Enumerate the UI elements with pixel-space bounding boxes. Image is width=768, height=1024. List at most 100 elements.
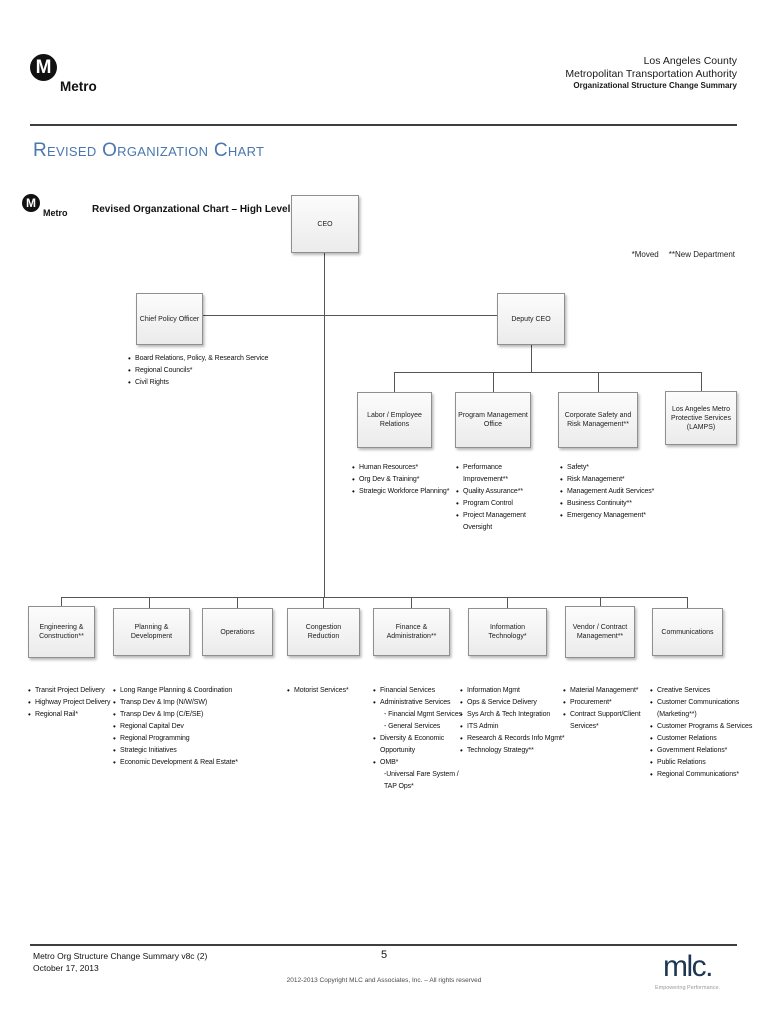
engineering-bullet-list: Transit Project Delivery Highway Project… bbox=[28, 685, 116, 721]
bullet-item: Creative Services bbox=[650, 685, 760, 697]
bullet-item: Information Mgmt bbox=[460, 685, 568, 697]
metro-brand-label: Metro bbox=[60, 79, 97, 94]
bullet-item: Diversity & Economic Opportunity bbox=[373, 733, 465, 757]
footer-divider bbox=[30, 944, 737, 946]
bullet-item: Public Relations bbox=[650, 757, 760, 769]
chart-legend: *Moved **New Department bbox=[575, 250, 735, 259]
bullet-item: Safety* bbox=[560, 462, 672, 474]
bullet-item: Regional Capital Dev bbox=[113, 721, 265, 733]
connector-level2-horizontal bbox=[394, 372, 701, 373]
bullet-item: Strategic Workforce Planning* bbox=[352, 486, 454, 498]
bullet-item: OMB* bbox=[373, 757, 465, 769]
bullet-item: Administrative Services bbox=[373, 697, 465, 709]
agency-header: Los Angeles County Metropolitan Transpor… bbox=[565, 55, 737, 91]
org-node-ceo: CEO bbox=[291, 195, 359, 253]
agency-line-2: Metropolitan Transportation Authority bbox=[565, 68, 737, 80]
congestion-bullet-list: Motorist Services* bbox=[287, 685, 367, 697]
connector-drop-congestion bbox=[323, 597, 324, 608]
org-node-engineering-construction: Engineering & Construction** bbox=[28, 606, 95, 658]
bullet-item: Transp Dev & Imp (C/E/SE) bbox=[113, 709, 265, 721]
bullet-item: Motorist Services* bbox=[287, 685, 367, 697]
org-node-chief-policy-officer: Chief Policy Officer bbox=[136, 293, 203, 345]
org-node-deputy-ceo: Deputy CEO bbox=[497, 293, 565, 345]
bullet-item: Customer Communications (Marketing**) bbox=[650, 697, 760, 721]
page-number: 5 bbox=[380, 949, 388, 961]
org-node-communications: Communications bbox=[652, 608, 723, 656]
bullet-sub-item: -Universal Fare System / TAP Ops* bbox=[384, 771, 459, 790]
labor-bullet-list: Human Resources* Org Dev & Training* Str… bbox=[352, 462, 454, 498]
org-node-labor-employee-relations: Labor / Employee Relations bbox=[357, 392, 432, 448]
bullet-item: Regional Rail* bbox=[28, 709, 116, 721]
bullet-item: Customer Programs & Services bbox=[650, 721, 760, 733]
bullet-item: Regional Councils* bbox=[128, 365, 308, 377]
bullet-item: Financial Services bbox=[373, 685, 465, 697]
connector-drop-safety bbox=[598, 372, 599, 392]
bullet-item: Economic Development & Real Estate* bbox=[113, 757, 265, 769]
bullet-item: Procurement* bbox=[563, 697, 648, 709]
connector-drop-lamps bbox=[701, 372, 702, 391]
bullet-item: Regional Communications* bbox=[650, 769, 760, 781]
footer-doc-title: Metro Org Structure Change Summary v8c (… bbox=[33, 951, 208, 961]
footer-copyright: 2012-2013 Copyright MLC and Associates, … bbox=[286, 977, 482, 984]
connector-level3-horizontal bbox=[61, 597, 688, 598]
bullet-item: Customer Relations bbox=[650, 733, 760, 745]
bullet-item: Transit Project Delivery bbox=[28, 685, 116, 697]
connector-drop-engineering bbox=[61, 597, 62, 606]
metro-logo-icon: M bbox=[30, 54, 57, 81]
bullet-item: Transp Dev & Imp (N/W/SW) bbox=[113, 697, 265, 709]
bullet-item: Civil Rights bbox=[128, 377, 308, 389]
header-divider bbox=[30, 124, 737, 126]
footer-doc-info: Metro Org Structure Change Summary v8c (… bbox=[33, 950, 207, 974]
bullet-item: Board Relations, Policy, & Research Serv… bbox=[128, 353, 308, 365]
connector-drop-it bbox=[507, 597, 508, 608]
bullet-item: Risk Management* bbox=[560, 474, 672, 486]
connector-drop-planning bbox=[149, 597, 150, 608]
org-node-vendor-contract-management: Vendor / Contract Management** bbox=[565, 606, 635, 658]
mlc-logo: mlc. Empowering Performance. bbox=[645, 950, 730, 992]
mlc-logo-text: mlc. bbox=[663, 950, 714, 983]
planning-bullet-list: Long Range Planning & Coordination Trans… bbox=[113, 685, 265, 769]
bullet-item: Highway Project Delivery bbox=[28, 697, 116, 709]
bullet-item: Long Range Planning & Coordination bbox=[113, 685, 265, 697]
footer-doc-date: October 17, 2013 bbox=[33, 963, 99, 973]
vendor-bullet-list: Material Management* Procurement* Contra… bbox=[563, 685, 648, 733]
mlc-tagline: Empowering Performance. bbox=[654, 985, 721, 991]
finance-bullet-list: Financial Services Administrative Servic… bbox=[373, 685, 465, 793]
chart-metro-logo-icon: M bbox=[22, 194, 40, 212]
bullet-item: ITS Admin bbox=[460, 721, 568, 733]
bullet-item: Org Dev & Training* bbox=[352, 474, 454, 486]
bullet-item: Business Continuity** bbox=[560, 498, 672, 510]
org-node-lamps: Los Angeles Metro Protective Services (L… bbox=[665, 391, 737, 445]
org-node-operations: Operations bbox=[202, 608, 273, 656]
connector-drop-communications bbox=[687, 597, 688, 608]
org-node-finance-administration: Finance & Administration** bbox=[373, 608, 450, 656]
bullet-item: Sys Arch & Tech Integration bbox=[460, 709, 568, 721]
bullet-item: Research & Records Info Mgmt* bbox=[460, 733, 568, 745]
bullet-item: Management Audit Services* bbox=[560, 486, 672, 498]
connector-ceo-vertical bbox=[324, 251, 325, 597]
org-node-planning-development: Planning & Development bbox=[113, 608, 190, 656]
connector-drop-finance bbox=[411, 597, 412, 608]
connector-level1-horizontal bbox=[203, 315, 497, 316]
bullet-item: Contract Support/Client Services* bbox=[563, 709, 648, 733]
bullet-item: Human Resources* bbox=[352, 462, 454, 474]
connector-drop-vendor bbox=[600, 597, 601, 606]
org-node-corporate-safety-risk: Corporate Safety and Risk Management** bbox=[558, 392, 638, 448]
org-node-program-management-office: Program Management Office bbox=[455, 392, 531, 448]
bullet-item: Ops & Service Delivery bbox=[460, 697, 568, 709]
bullet-sub-item: - General Services bbox=[384, 723, 441, 730]
connector-drop-operations bbox=[237, 597, 238, 608]
bullet-item: Regional Programming bbox=[113, 733, 265, 745]
connector-deputy-vertical bbox=[531, 345, 532, 372]
it-bullet-list: Information Mgmt Ops & Service Delivery … bbox=[460, 685, 568, 757]
bullet-item: Emergency Management* bbox=[560, 510, 672, 522]
bullet-item: Program Control bbox=[456, 498, 548, 510]
bullet-item: Quality Assurance** bbox=[456, 486, 548, 498]
bullet-item: Project Management Oversight bbox=[456, 510, 548, 534]
bullet-item: Material Management* bbox=[563, 685, 648, 697]
bullet-item: Strategic Initiatives bbox=[113, 745, 265, 757]
chart-subtitle: Revised Organzational Chart – High Level bbox=[92, 204, 291, 215]
safety-bullet-list: Safety* Risk Management* Management Audi… bbox=[560, 462, 672, 522]
pmo-bullet-list: Performance Improvement** Quality Assura… bbox=[456, 462, 548, 534]
